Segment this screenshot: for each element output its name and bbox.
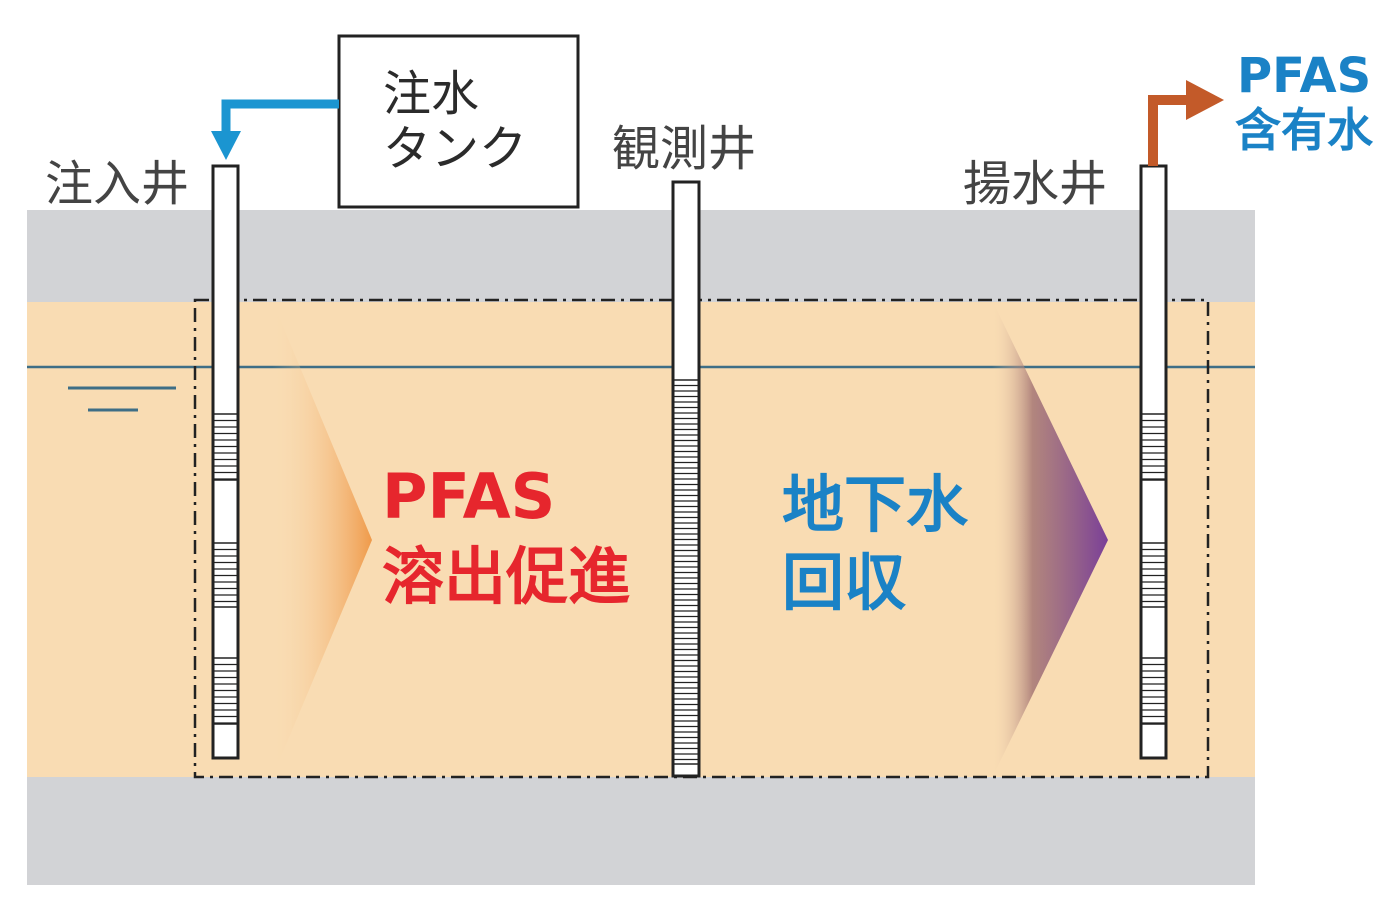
output-label-line1: PFAS (1237, 48, 1371, 104)
upper-ground-layer (27, 210, 1255, 302)
observation-well-screen (672, 379, 700, 765)
water-level-icon (68, 386, 176, 412)
treatment-zone-boundary (193, 298, 1210, 779)
extraction-well-screen-1 (1140, 413, 1167, 481)
observation-well-label: 観測井 (612, 121, 756, 177)
recovery-label-line2: 回収 (782, 546, 906, 619)
tank-label-line1: 注水 (383, 66, 479, 122)
lower-ground-layer (27, 777, 1255, 885)
output-label-line2: 含有水 (1235, 103, 1374, 157)
recovery-wedge (992, 300, 1108, 778)
leaching-label-line2: 溶出促進 (382, 540, 630, 613)
extraction-well-screen-3 (1140, 657, 1167, 725)
recovery-label-line1: 地下水 (782, 468, 969, 541)
injection-well-screen-3 (212, 657, 239, 725)
inflow-arrow (211, 99, 339, 160)
injection-well-label: 注入井 (45, 156, 189, 212)
injection-well (211, 164, 240, 760)
tank-label-line2: タンク (383, 121, 527, 177)
injection-tank-box (337, 34, 580, 209)
extraction-well (1139, 164, 1168, 760)
outflow-arrow (1148, 80, 1224, 166)
extraction-well-label: 揚水井 (963, 156, 1107, 212)
injection-well-screen-1 (212, 413, 239, 481)
leaching-label-line1: PFAS (382, 460, 555, 533)
leaching-wedge (272, 300, 372, 778)
observation-well (671, 180, 701, 778)
injection-well-screen-2 (212, 542, 239, 608)
extraction-well-screen-2 (1140, 542, 1167, 608)
